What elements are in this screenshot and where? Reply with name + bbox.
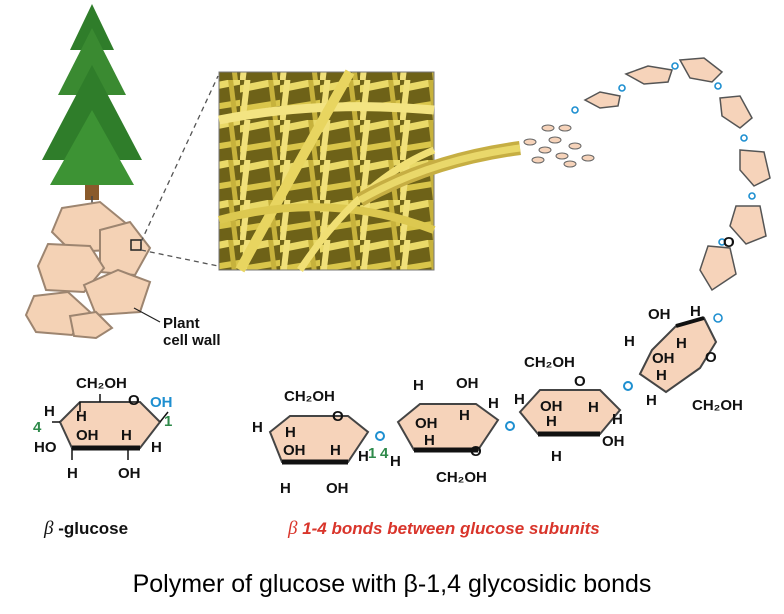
zoom-line-bottom: [140, 249, 219, 267]
c1-oh-bottom: OH: [326, 480, 349, 497]
bonds-text: 1-4 bonds between glucose subunits: [297, 519, 599, 538]
plant-label-line1: Plant: [163, 315, 200, 332]
bg-oh-bottom: OH: [118, 465, 141, 482]
c2-o: O: [470, 443, 482, 460]
c4-o: O: [705, 349, 717, 366]
c4-h-lower: H: [656, 367, 667, 384]
bg-h-bottom: H: [67, 465, 78, 482]
c2-h-top: H: [413, 377, 424, 394]
c2-ch2oh: CH₂OH: [436, 469, 487, 486]
chain-ring-2: [396, 403, 500, 451]
glycosidic-oxygen-3: [623, 381, 633, 391]
zoom-marker-box: [130, 239, 142, 251]
chain-ring-oxygen: O: [723, 234, 735, 251]
c2-h-4: H: [390, 453, 401, 470]
bg-carbon-1: 1: [164, 413, 172, 430]
chain-ring-4: [638, 316, 718, 394]
plant-cells: [24, 200, 152, 340]
bg-h-left: H: [44, 403, 55, 420]
tree-foliage-base: [50, 110, 134, 185]
plant-cell-wall-label: Plant cell wall: [163, 315, 221, 349]
beta-glucose-caption: β -glucose: [43, 518, 128, 539]
bonds-caption: β 1-4 bonds between glucose subunits: [287, 518, 600, 539]
glycosidic-oxygen-2: [505, 421, 515, 431]
beta-glucose-structure: CH₂OH O OH H H 4 1 OH H HO H H OH: [33, 375, 173, 482]
beta-symbol-left: β: [43, 518, 54, 539]
c4-ch2oh: CH₂OH: [692, 397, 743, 414]
bg-ho: HO: [34, 439, 57, 456]
bg-oh-anomeric: OH: [150, 394, 173, 411]
c1-h-bottom: H: [280, 480, 291, 497]
beta-glucose-text: -glucose: [53, 519, 128, 538]
zoom-line-top: [140, 75, 219, 243]
bg-oh-c3: OH: [76, 427, 99, 444]
curved-glucose-chain: [583, 57, 771, 292]
main-caption: Polymer of glucose with β-1,4 glycosidic…: [133, 570, 652, 598]
c2-carbon-4: 4: [380, 445, 389, 462]
c1-o: O: [332, 408, 344, 425]
bg-h-right: H: [151, 439, 162, 456]
curved-chain-oxygens: [571, 62, 756, 323]
c3-oh-bottom: OH: [602, 433, 625, 450]
chain-ring-3: [518, 389, 622, 435]
c3-h-bottom: H: [551, 448, 562, 465]
c3-oh: OH: [540, 398, 563, 415]
c3-h-left: H: [514, 391, 525, 408]
plant-label-line2: cell wall: [163, 332, 221, 349]
bg-h-c5: H: [76, 408, 87, 425]
c3-o: O: [574, 373, 586, 390]
c2-oh-top: OH: [456, 375, 479, 392]
c1-oh: OH: [283, 442, 306, 459]
beta-glucose-ring: [58, 401, 162, 449]
c3-h-c2: H: [588, 399, 599, 416]
cell-wall-pointer: [133, 307, 161, 323]
c4-h-inner: H: [676, 335, 687, 352]
c2-h-c3: H: [459, 407, 470, 424]
bg-ch2oh: CH₂OH: [76, 375, 127, 392]
glycosidic-oxygen-1: [375, 431, 385, 441]
frayed-microfibrils: [523, 124, 595, 168]
bg-h-c2: H: [121, 427, 132, 444]
c1-h-c5: H: [285, 424, 296, 441]
beta-symbol-right: β: [287, 518, 298, 539]
c3-h-right: H: [612, 411, 623, 428]
bg-ring-o: O: [128, 392, 140, 409]
c2-h-c2: H: [424, 432, 435, 449]
tree-foliage-top: [70, 4, 114, 50]
c2-h-right: H: [488, 395, 499, 412]
c4-h-left: H: [624, 333, 635, 350]
c1-h-c2: H: [330, 442, 341, 459]
c1-carbon-1: 1: [368, 445, 376, 462]
c3-ch2oh: CH₂OH: [524, 354, 575, 371]
c4-h-top: H: [690, 303, 701, 320]
bg-carbon-4: 4: [33, 419, 42, 436]
c2-oh: OH: [415, 415, 438, 432]
fiber-micrograph: [217, 69, 436, 273]
c1-h-right: H: [358, 448, 369, 465]
tree-illustration: [42, 4, 142, 200]
cellulose-chain-structure: CH₂OH O H H OH H H 1 H OH 4 H H OH OH H …: [252, 303, 743, 497]
tree-foliage-mid: [58, 28, 126, 95]
c4-h-bottom: H: [646, 392, 657, 409]
c4-oh-top: OH: [648, 306, 671, 323]
c1-ch2oh: CH₂OH: [284, 388, 335, 405]
c3-h-c5: H: [546, 413, 557, 430]
c4-oh-inner: OH: [652, 350, 675, 367]
c1-h-left: H: [252, 419, 263, 436]
